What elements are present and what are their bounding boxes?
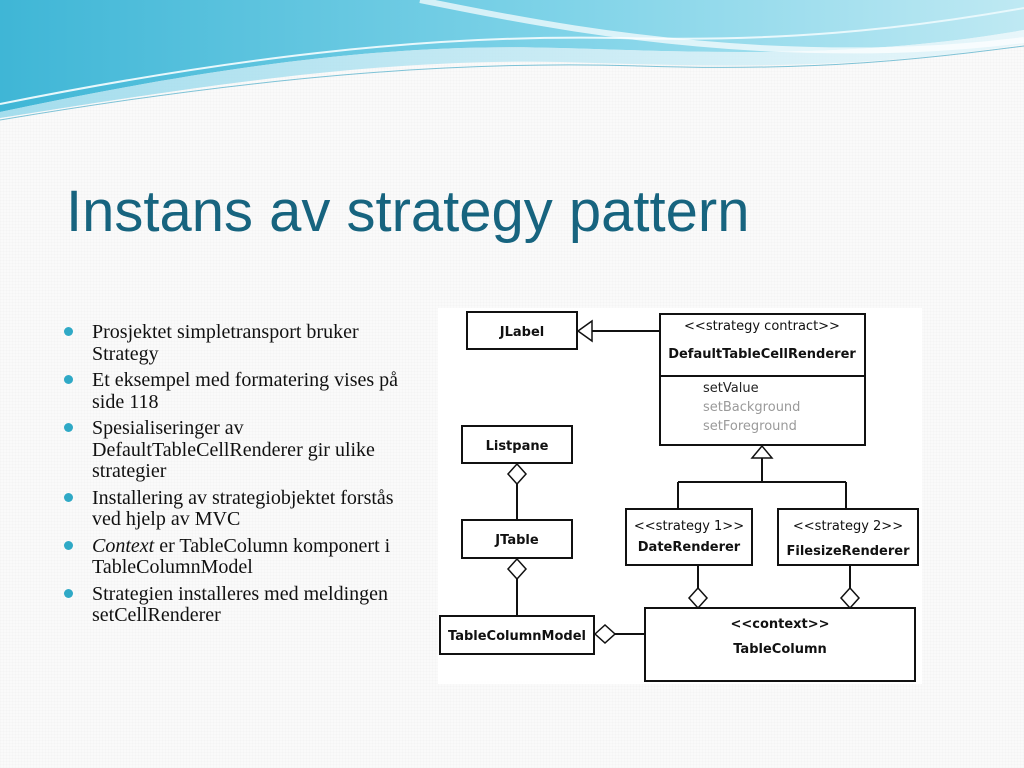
- operation-set-background: setBackground: [703, 400, 800, 415]
- class-name: DefaultTableCellRenderer: [668, 347, 856, 362]
- class-stereotype: <<strategy 2>>: [793, 519, 903, 534]
- slide-title: Instans av strategy pattern: [66, 179, 750, 244]
- operation-set-foreground: setForeground: [703, 419, 797, 434]
- class-listpane-name: Listpane: [486, 439, 549, 454]
- class-filesize-renderer: [777, 508, 919, 566]
- class-table-column: [644, 607, 916, 682]
- bullet-text: Spesialiseringer av DefaultTableCellRend…: [92, 417, 375, 482]
- class-jlabel-name: JLabel: [499, 325, 544, 340]
- class-name: DateRenderer: [638, 540, 741, 555]
- class-table-column-model-name: TableColumnModel: [448, 629, 586, 644]
- class-default-table-cell-renderer: [659, 313, 866, 446]
- bullet-text: Prosjektet simpletransport bruker Strate…: [92, 321, 359, 365]
- class-table-column-model: [439, 615, 595, 655]
- class-jtable-name: JTable: [494, 533, 539, 548]
- bullet-item: Context er TableColumn komponert i Table…: [62, 534, 402, 579]
- bullet-item: Et eksempel med formatering vises på sid…: [62, 369, 402, 413]
- bullet-list: Prosjektet simpletransport bruker Strate…: [62, 321, 402, 632]
- inheritance-arrowhead: [576, 319, 593, 343]
- class-name: FilesizeRenderer: [786, 544, 910, 559]
- bullet-item: Installering av strategiobjektet forstås…: [62, 486, 402, 531]
- class-stereotype: <<context>>: [730, 617, 829, 632]
- bullet-item: Strategien installeres med meldingen set…: [62, 582, 402, 627]
- class-jtable: [461, 519, 573, 559]
- bullet-text: Strategien installeres med meldingen set…: [92, 582, 389, 626]
- bullet-text: Et eksempel med formatering vises på sid…: [92, 369, 399, 413]
- class-name: TableColumn: [733, 642, 827, 657]
- class-date-renderer: [625, 508, 753, 566]
- header-wave-decoration: [0, 0, 1024, 121]
- bullet-emphasis: Context: [92, 534, 155, 557]
- bullet-item: Prosjektet simpletransport bruker Strate…: [62, 321, 402, 365]
- operation-set-value: setValue: [703, 381, 759, 396]
- class-jlabel: [466, 311, 578, 350]
- bullet-text: Installering av strategiobjektet forstås…: [92, 486, 394, 530]
- bullet-item: Spesialiseringer av DefaultTableCellRend…: [62, 417, 402, 483]
- bullet-text: er TableColumn komponert i TableColumnMo…: [92, 534, 391, 578]
- class-stereotype: <<strategy 1>>: [634, 519, 744, 534]
- class-stereotype: <<strategy contract>>: [684, 319, 840, 334]
